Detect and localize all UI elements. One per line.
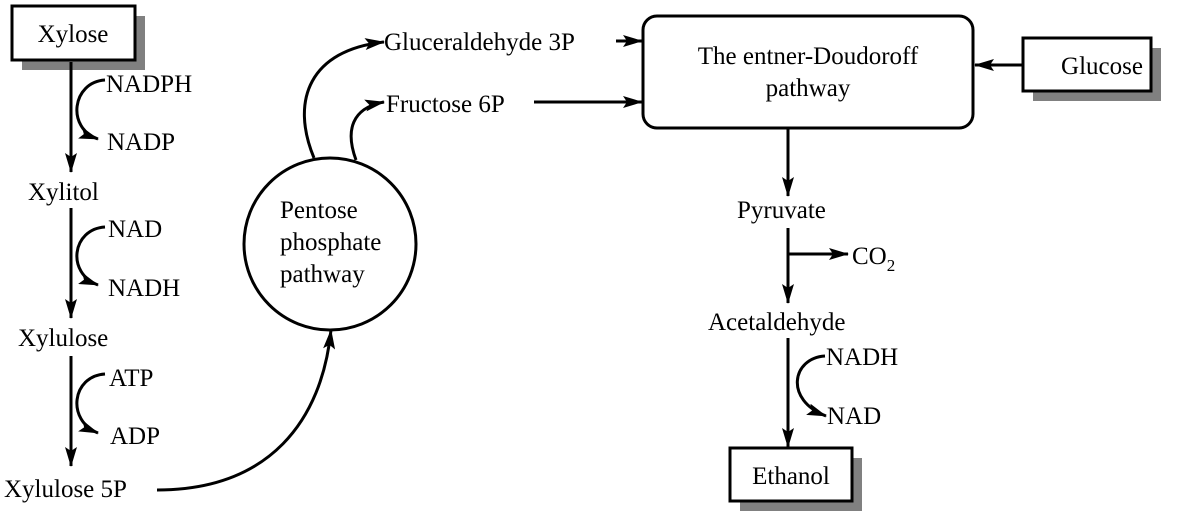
ethanol-box: [728, 446, 854, 503]
glucose-node: Glucose: [1021, 36, 1161, 101]
cofactor-nadh: NADH: [108, 275, 180, 302]
ppp-circle: [242, 156, 418, 332]
xylose-box: [10, 4, 137, 62]
cofactor-arrow-4: [795, 354, 827, 418]
arrow-xylulose5p-to-ppp: [156, 329, 336, 492]
f6p-label: Fructose 6P: [386, 91, 505, 118]
xylose-node: Xylose: [10, 4, 145, 70]
entner-doudoroff-node: The entner-Doudoroff pathway: [641, 14, 975, 130]
co2-label: CO2: [852, 243, 895, 275]
pentose-phosphate-node: Pentose phosphate pathway: [242, 156, 418, 332]
cofactor-nadp: NADP: [107, 129, 175, 156]
xylose-label: Xylose: [38, 21, 109, 48]
ed-label-line1: The entner-Doudoroff: [698, 43, 919, 70]
g3p-label: Gluceraldehyde 3P: [384, 29, 575, 56]
pyruvate-label: Pyruvate: [737, 197, 826, 224]
co2-base: CO: [852, 243, 887, 270]
ppp-label-line1: Pentose: [280, 197, 358, 224]
co2-subscript: 2: [887, 256, 896, 275]
cofactor-nad-2: NAD: [827, 403, 881, 430]
cofactor-adp: ADP: [110, 423, 160, 450]
ppp-label-line3: pathway: [280, 261, 365, 288]
xylulose-label: Xylulose: [18, 325, 108, 352]
ethanol-node: Ethanol: [728, 446, 862, 511]
ppp-label-line2: phosphate: [280, 229, 381, 256]
arrow-ppp-to-g3p: [302, 38, 385, 159]
xylitol-label: Xylitol: [28, 179, 99, 206]
ed-box: [641, 14, 975, 130]
cofactor-arrow-2: [75, 225, 106, 287]
ethanol-label: Ethanol: [752, 463, 830, 490]
arrow-ppp-to-f6p: [349, 99, 385, 161]
glucose-label: Glucose: [1061, 53, 1143, 80]
cofactor-arrow-3: [75, 372, 106, 435]
cofactor-nadph: NADPH: [106, 71, 192, 98]
xylulose5p-label: Xylulose 5P: [4, 476, 127, 503]
ed-label-line2: pathway: [766, 75, 851, 102]
cofactor-arrow-1: [75, 78, 106, 141]
cofactor-nad: NAD: [108, 216, 162, 243]
acetaldehyde-label: Acetaldehyde: [708, 309, 845, 336]
cofactor-nadh-2: NADH: [826, 344, 898, 371]
glucose-box: [1021, 36, 1153, 93]
cofactor-atp: ATP: [109, 365, 153, 392]
